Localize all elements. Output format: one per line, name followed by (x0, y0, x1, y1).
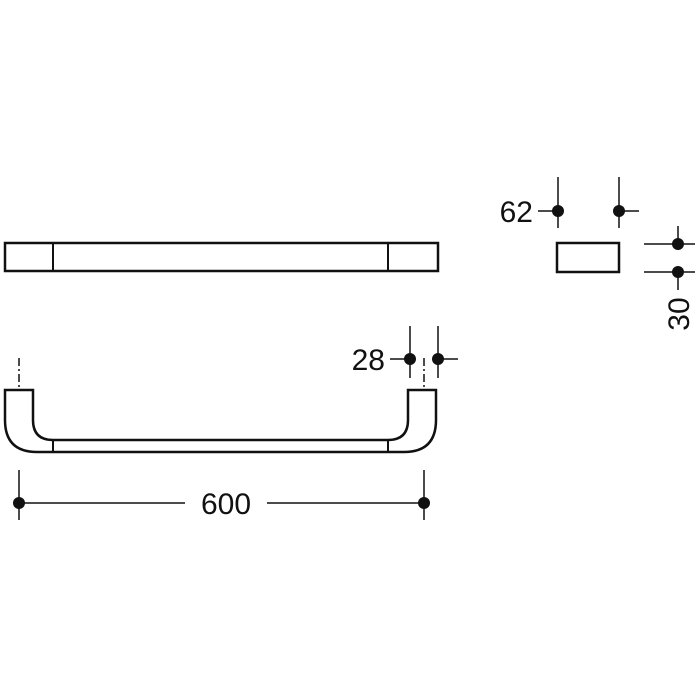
depth-dimension: 28 (352, 326, 458, 378)
dimension-dot-icon (672, 238, 684, 250)
depth-label: 28 (352, 344, 385, 377)
top-view (3, 241, 440, 273)
dimension-dot-icon (404, 353, 416, 365)
length-label: 600 (201, 488, 251, 521)
dimension-dot-icon (432, 353, 444, 365)
dimension-dot-icon (552, 205, 564, 217)
dimension-dot-icon (13, 497, 25, 509)
height-dimension: 30 (644, 226, 696, 331)
side-view (3, 358, 438, 454)
cross-section-view (555, 241, 621, 274)
dimension-dot-icon (418, 497, 430, 509)
height-label: 30 (663, 297, 696, 330)
length-dimension: 600 (13, 470, 430, 521)
dimension-dot-icon (613, 205, 625, 217)
width-label: 62 (500, 196, 533, 229)
dimension-dot-icon (672, 266, 684, 278)
width-dimension: 62 (500, 177, 639, 229)
